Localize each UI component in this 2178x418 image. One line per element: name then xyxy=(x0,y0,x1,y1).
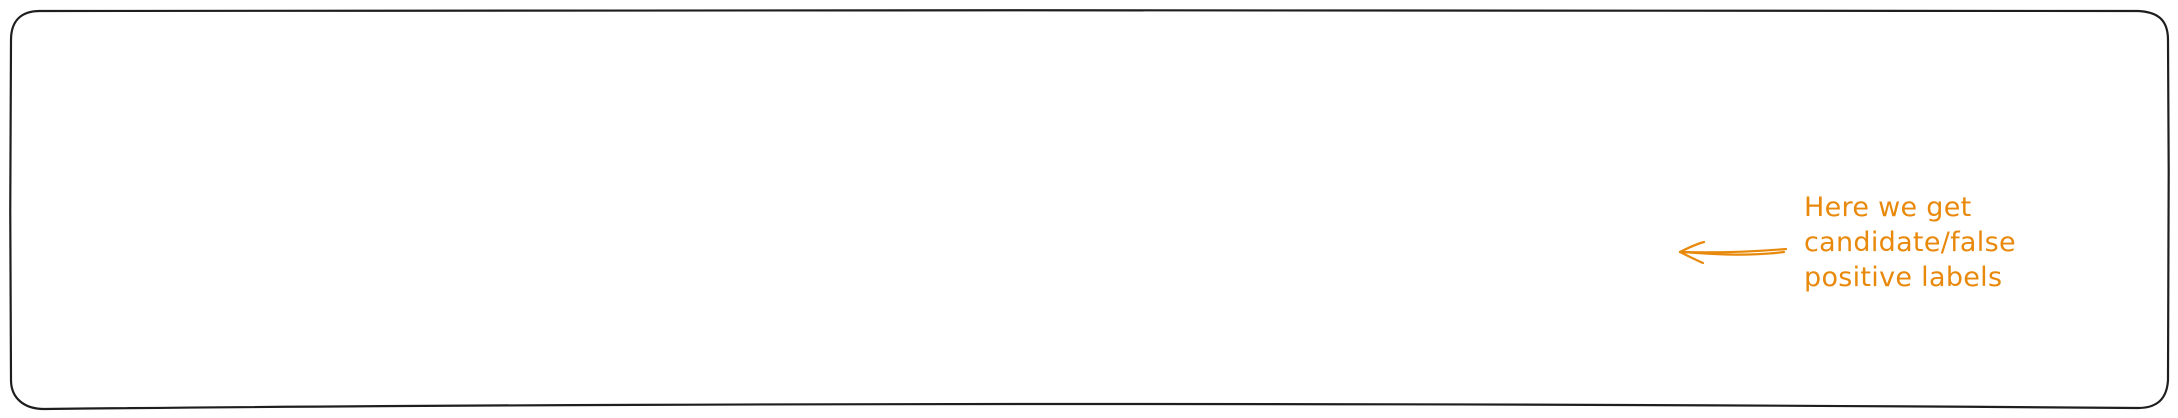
annotation-line-3: positive labels xyxy=(1804,262,2003,293)
annotation-label: Here we get candidate/false positive lab… xyxy=(1804,190,2104,295)
annotation-line-2: candidate/false xyxy=(1804,227,2016,258)
arrow-left-icon xyxy=(1678,240,1788,265)
container-rectangle xyxy=(9,9,2170,411)
arrow-head-lower xyxy=(1678,250,1705,265)
arrow-head-upper xyxy=(1678,240,1706,254)
annotation-line-1: Here we get xyxy=(1804,192,1972,223)
arrow-shaft-echo xyxy=(1682,250,1786,256)
